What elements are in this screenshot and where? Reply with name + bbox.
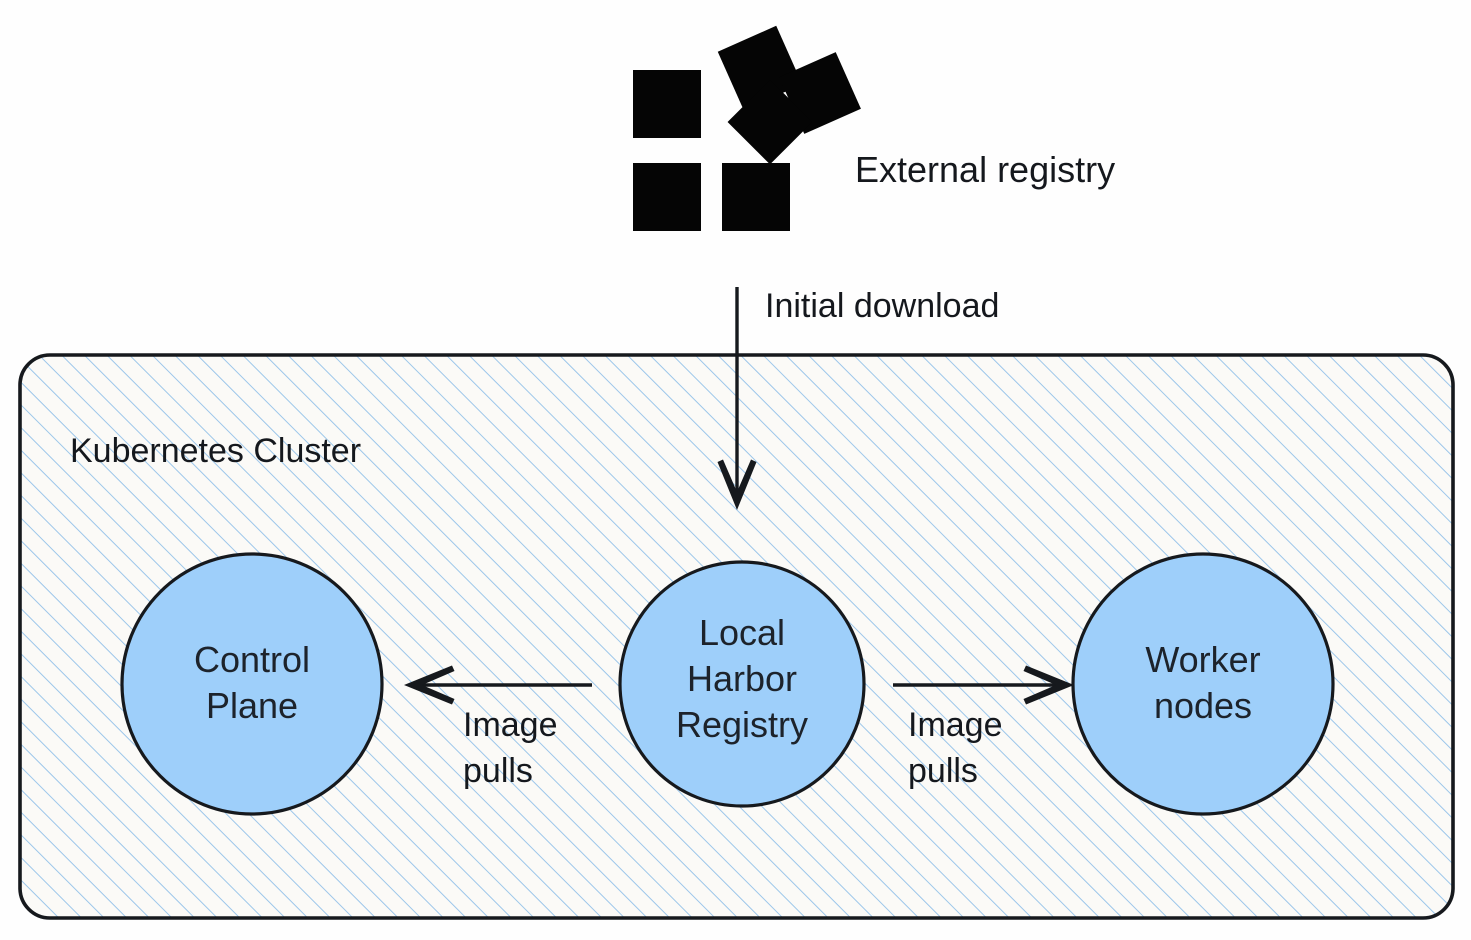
node-worker-nodes-label-line2: nodes [1154,685,1252,726]
node-worker-nodes-label-line1: Worker [1145,639,1260,680]
edge-external-to-harbor: Initial download [717,287,999,510]
registry-tile-bottom-right [722,163,790,231]
edge-harbor-to-control-plane-label-line2: pulls [463,752,533,790]
node-control-plane-label-line1: Control [194,639,310,680]
registry-tile-rotated-lower [727,79,813,165]
node-control-plane[interactable]: Control Plane [120,552,384,816]
node-local-harbor-registry-label-line1: Local [699,612,785,653]
edge-harbor-to-worker-nodes: Image pulls [893,665,1074,790]
node-local-harbor-registry-label-line2: Harbor [687,658,797,699]
node-worker-nodes-circle[interactable] [1071,552,1335,816]
registry-tile-rotated-upper [717,25,803,111]
external-registry-icon [633,25,861,231]
edge-harbor-to-control-plane: Image pulls [404,665,592,790]
registry-tile-bottom-left [633,163,701,231]
edge-harbor-to-worker-nodes-label-line1: Image [908,706,1003,744]
node-worker-nodes[interactable]: Worker nodes [1071,552,1335,816]
edge-harbor-to-control-plane-label-line1: Image [463,706,558,744]
node-control-plane-circle[interactable] [120,552,384,816]
registry-tile-top-left [633,70,701,138]
edge-external-to-harbor-label: Initial download [765,287,999,325]
node-local-harbor-registry-label-line3: Registry [676,704,808,745]
edge-external-to-harbor-arrowhead [717,459,757,510]
edge-harbor-to-control-plane-arrowhead [404,665,455,705]
node-local-harbor-registry-circle[interactable] [618,560,866,808]
edge-harbor-to-worker-nodes-label-line2: pulls [908,752,978,790]
external-registry-label: External registry [855,149,1115,190]
node-control-plane-label-line2: Plane [206,685,298,726]
edge-harbor-to-worker-nodes-arrowhead [1023,665,1074,705]
cluster-zone-label: Kubernetes Cluster [70,432,361,470]
node-local-harbor-registry[interactable]: Local Harbor Registry [618,560,866,808]
